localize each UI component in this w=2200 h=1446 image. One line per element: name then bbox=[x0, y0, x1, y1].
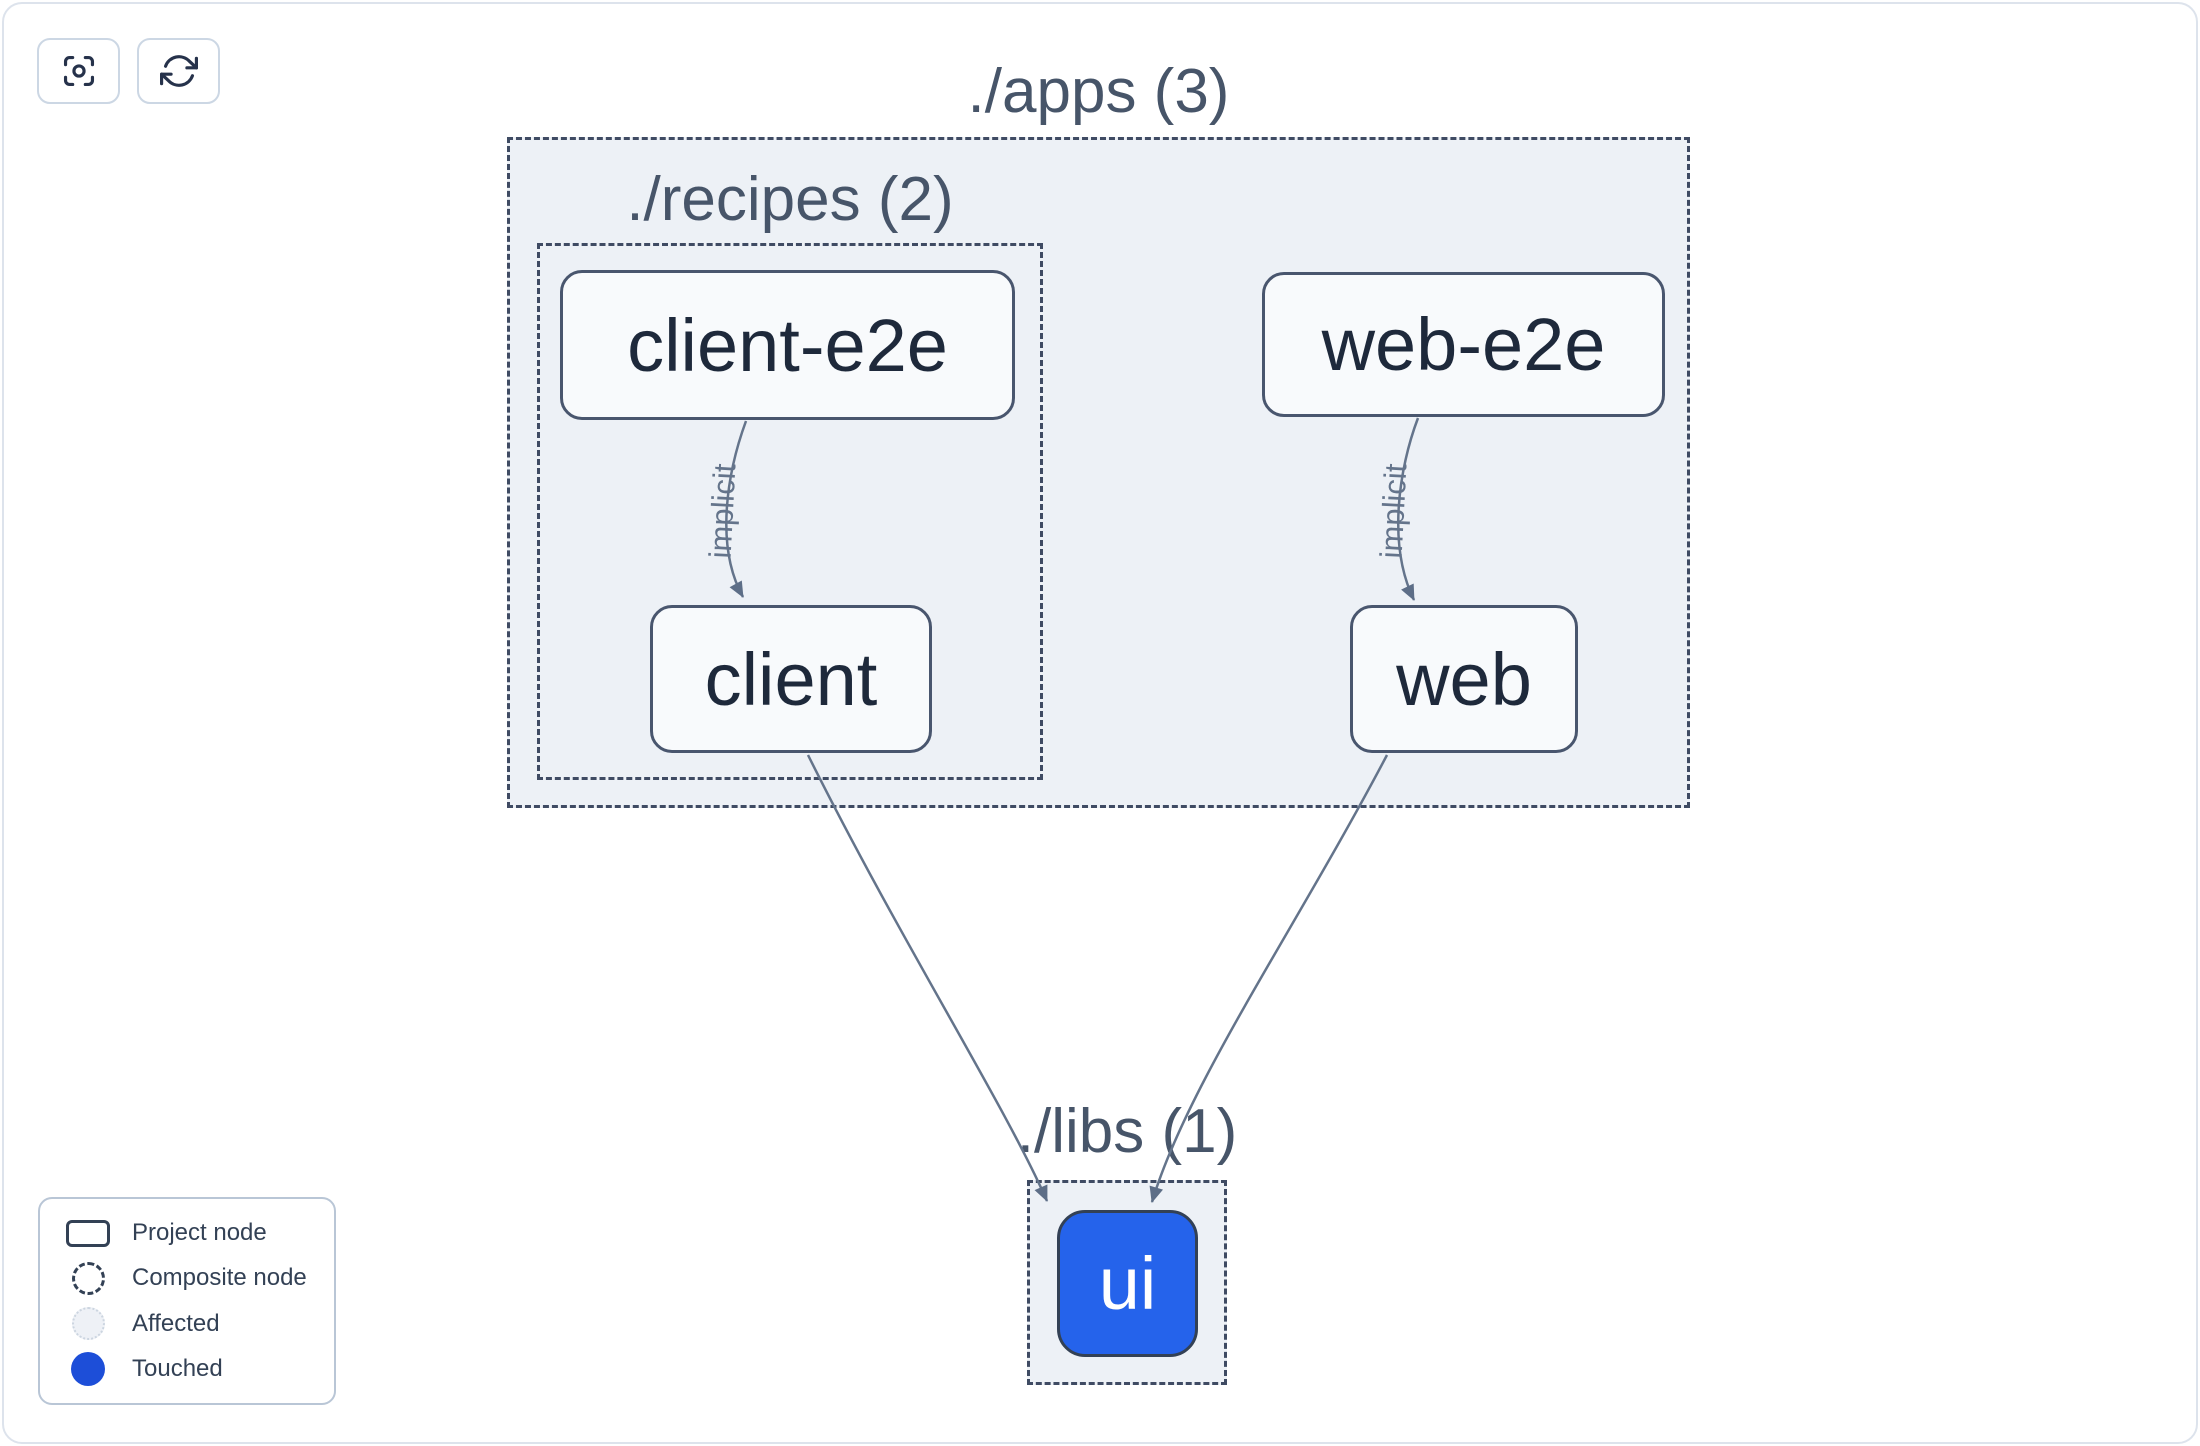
legend-label: Touched bbox=[132, 1354, 223, 1382]
legend-row-composite-node: Composite node bbox=[62, 1256, 324, 1300]
composite-node-swatch-icon bbox=[62, 1261, 114, 1295]
project-node-swatch-icon bbox=[62, 1219, 114, 1247]
project-node-web[interactable]: web bbox=[1350, 605, 1578, 753]
edge-label-implicit-client: implicit bbox=[702, 462, 743, 560]
legend-panel: Project node Composite node Affected Tou… bbox=[38, 1197, 336, 1405]
project-node-ui-touched[interactable]: ui bbox=[1057, 1210, 1198, 1357]
legend-label: Affected bbox=[132, 1309, 220, 1337]
legend-row-affected: Affected bbox=[62, 1302, 324, 1346]
project-node-web-e2e[interactable]: web-e2e bbox=[1262, 272, 1665, 417]
composite-title-apps[interactable]: ./apps (3) bbox=[967, 57, 1230, 126]
legend-row-touched: Touched bbox=[62, 1347, 324, 1391]
project-node-client[interactable]: client bbox=[650, 605, 932, 753]
composite-title-libs[interactable]: ./libs (1) bbox=[1016, 1097, 1238, 1166]
edge-label-implicit-web: implicit bbox=[1373, 462, 1414, 560]
refresh-graph-button[interactable] bbox=[137, 38, 220, 104]
center-graph-button[interactable] bbox=[37, 38, 120, 104]
project-node-client-e2e[interactable]: client-e2e bbox=[560, 270, 1015, 420]
focus-crosshair-icon bbox=[63, 55, 94, 87]
legend-label: Project node bbox=[132, 1219, 267, 1246]
refresh-icon bbox=[159, 55, 198, 87]
composite-title-recipes[interactable]: ./recipes (2) bbox=[626, 165, 954, 234]
touched-swatch-icon bbox=[62, 1351, 114, 1386]
affected-swatch-icon bbox=[62, 1307, 114, 1341]
legend-row-project-node: Project node bbox=[62, 1211, 324, 1255]
legend-label: Composite node bbox=[132, 1264, 307, 1292]
